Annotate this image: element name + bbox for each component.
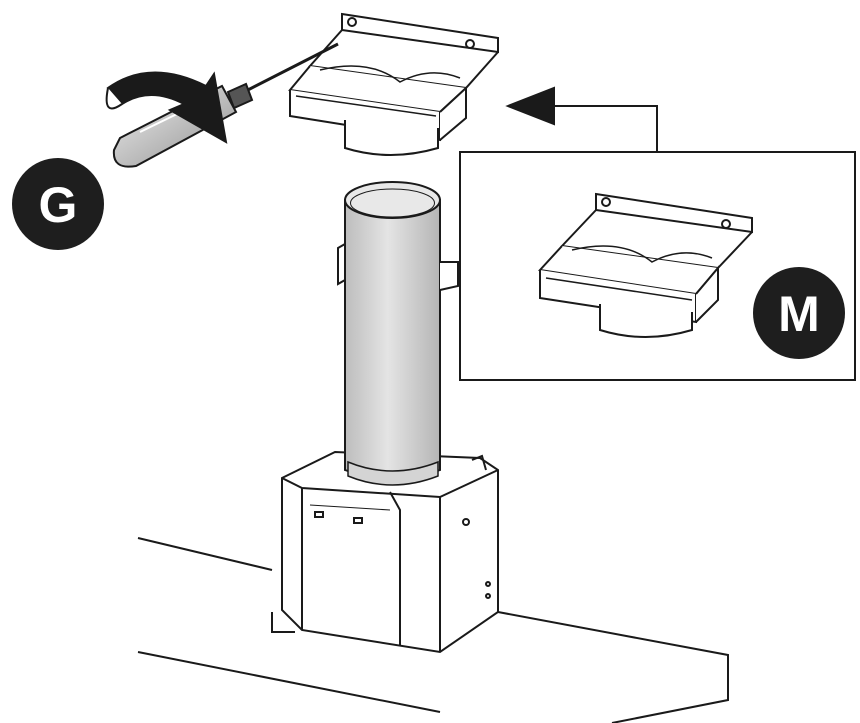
rotate-arrow-icon <box>105 71 228 144</box>
label-m-badge: M <box>753 267 845 359</box>
top-bracket <box>288 12 499 156</box>
label-g-badge: G <box>12 158 104 250</box>
label-g: G <box>39 177 78 233</box>
inset-bracket <box>537 192 753 338</box>
arrow-left-icon <box>505 86 658 152</box>
hood-body <box>281 450 499 654</box>
countertop <box>137 537 729 723</box>
duct-cylinder <box>337 181 459 486</box>
label-m: M <box>778 286 820 342</box>
